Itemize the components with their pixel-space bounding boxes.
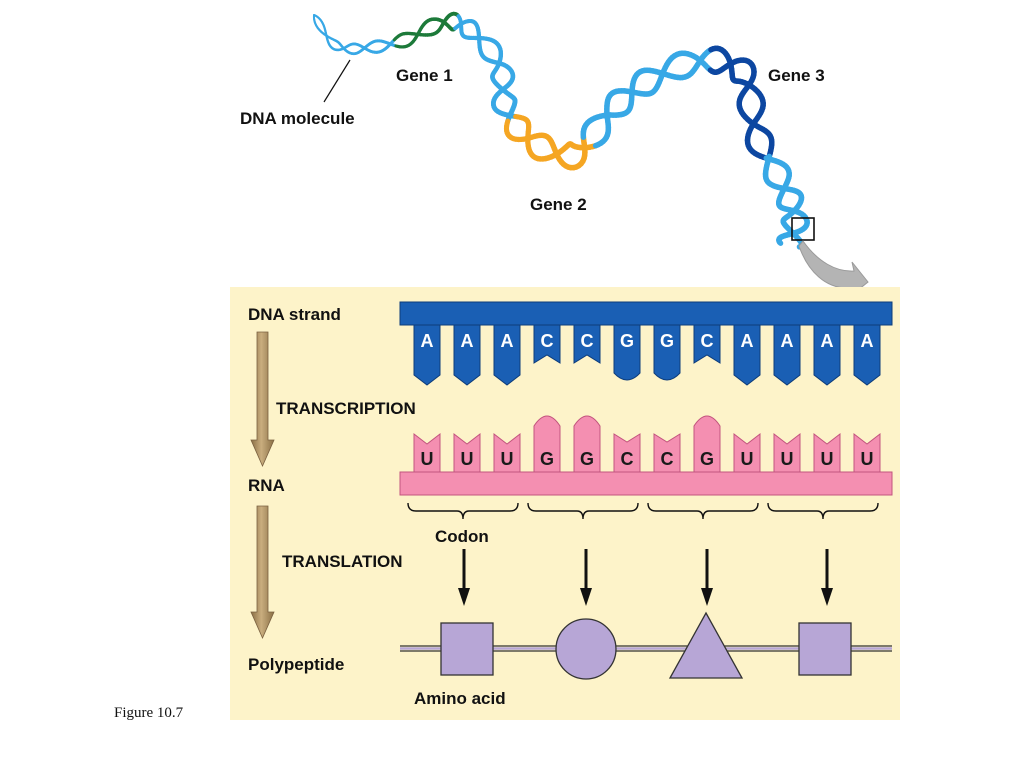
rna-base-shape (533, 415, 561, 473)
transcription-label: TRANSCRIPTION (276, 399, 416, 418)
rna-base-letter: U (461, 449, 474, 469)
codon-brace (647, 502, 759, 520)
rna-base-letter: U (421, 449, 434, 469)
dna-base-letter: A (741, 331, 754, 351)
dna-base-letter: A (421, 331, 434, 351)
dna-molecule-pointer (323, 59, 351, 103)
dna-base-shape (773, 324, 801, 386)
helix-strand-b (776, 239, 784, 246)
codon-brace (407, 502, 519, 520)
amino-acid-label: Amino acid (414, 689, 506, 708)
dna-base-letter: G (620, 331, 634, 351)
polypeptide-label: Polypeptide (248, 655, 344, 674)
rna-base-letter: U (821, 449, 834, 469)
gene2-label: Gene 2 (530, 195, 587, 214)
codon-label: Codon (435, 527, 489, 546)
dna-base-letter: C (701, 331, 714, 351)
dna-base-shape (493, 324, 521, 386)
amino-acid-square (440, 622, 494, 676)
dna-base-shape (853, 324, 881, 386)
figure-caption: Figure 10.7 (114, 705, 184, 721)
translation-arrow (250, 505, 275, 639)
codon-arrow-head (701, 588, 713, 606)
codon-arrow-head (458, 588, 470, 606)
rna-base-shape (573, 415, 601, 473)
rna-backbone (399, 471, 893, 496)
rna-base-letter: G (700, 449, 714, 469)
dna-base-letter: A (861, 331, 874, 351)
rna-base-letter: G (540, 449, 554, 469)
dna-base-shape (733, 324, 761, 386)
zoom-box (791, 217, 815, 241)
codon-braces (407, 502, 879, 520)
dna-base-shape (533, 324, 561, 364)
rna-base-letter: G (580, 449, 594, 469)
dna-base-shape (573, 324, 601, 364)
gene3-label: Gene 3 (768, 66, 825, 85)
dna-base-letter: A (461, 331, 474, 351)
rna-base-letter: U (741, 449, 754, 469)
dna-base-shape (613, 324, 641, 381)
dna-molecule-label: DNA molecule (240, 109, 355, 128)
dna-backbone (399, 301, 893, 326)
translation-label: TRANSLATION (282, 552, 403, 571)
dna-base-shape (413, 324, 441, 386)
amino-acid-square (798, 622, 852, 676)
amino-acid-triangle (668, 611, 744, 679)
codon-arrow-head (821, 588, 833, 606)
rna-base-letter: U (861, 449, 874, 469)
rna-base-letter: U (501, 449, 514, 469)
dna-strand-label: DNA strand (248, 305, 341, 324)
dna-base-shape (653, 324, 681, 381)
codon-brace (527, 502, 639, 520)
dna-base-letter: A (781, 331, 794, 351)
dna-base-shape (693, 324, 721, 364)
codon-arrow-head (580, 588, 592, 606)
rna-base-letter: C (661, 449, 674, 469)
amino-acid-circle (555, 618, 617, 680)
codon-brace (767, 502, 879, 520)
gene1-label: Gene 1 (396, 66, 453, 85)
dna-base-shape (813, 324, 841, 386)
transcription-arrow (250, 331, 275, 467)
dna-base-letter: G (660, 331, 674, 351)
rna-base-letter: U (781, 449, 794, 469)
rna-base-letter: C (621, 449, 634, 469)
codon-arrows (458, 549, 833, 606)
dna-base-letter: A (501, 331, 514, 351)
rna-label: RNA (248, 476, 285, 495)
dna-base-letter: A (821, 331, 834, 351)
dna-base-letter: C (541, 331, 554, 351)
dna-base-letter: C (581, 331, 594, 351)
dna-base-shape (453, 324, 481, 386)
amino-acids (440, 611, 852, 680)
rna-base-shape (693, 415, 721, 473)
